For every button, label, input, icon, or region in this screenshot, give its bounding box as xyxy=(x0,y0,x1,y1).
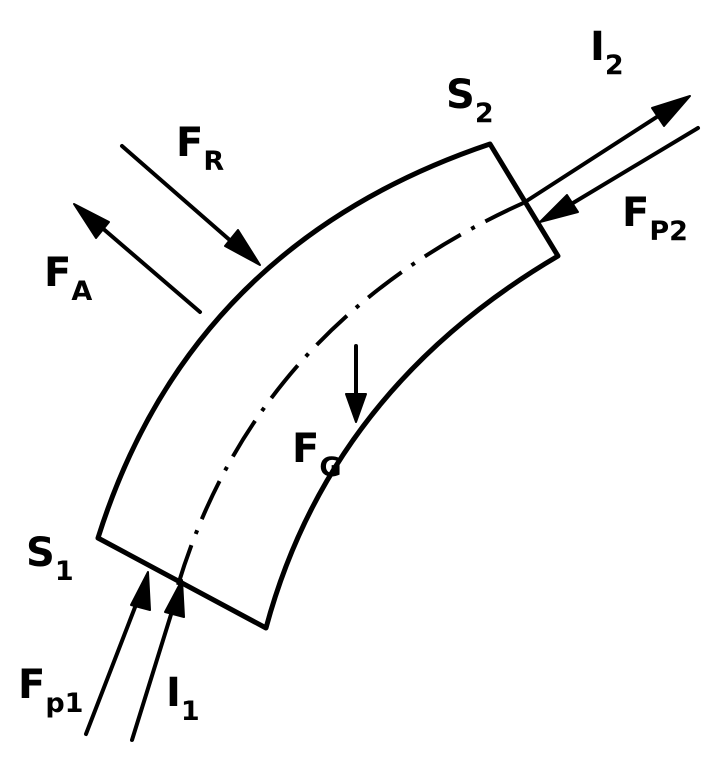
resultant-force-arrow-shaft xyxy=(120,144,250,258)
label-impulse-1: I1 xyxy=(166,670,200,727)
impulse-1-arrow-shaft xyxy=(130,590,180,742)
pipe-segment-outline xyxy=(95,141,561,631)
reaction-force-arrow-shaft xyxy=(84,212,202,314)
resultant-force-arrowhead xyxy=(224,229,261,266)
weight-force-arrowhead xyxy=(345,393,367,423)
label-pressure-force-2: FP2 xyxy=(622,190,688,247)
impulse-2-arrow-shaft xyxy=(523,100,682,204)
pressure-force-1-arrowhead xyxy=(130,571,151,611)
pipe-centerline xyxy=(176,198,531,586)
label-section-1: S1 xyxy=(26,530,74,587)
label-reaction-force: FA xyxy=(44,250,92,307)
impulse-1-arrowhead xyxy=(164,579,185,618)
reaction-force-arrowhead xyxy=(73,203,110,239)
pressure-force-1-arrow-shaft xyxy=(84,582,146,736)
pressure-force-2-arrowhead xyxy=(539,194,579,223)
impulse-2-arrowhead xyxy=(651,95,691,127)
label-resultant-force: FR xyxy=(176,120,224,177)
label-weight-force: FG xyxy=(292,426,342,483)
label-pressure-force-1: Fp1 xyxy=(18,662,83,719)
label-section-2: S2 xyxy=(446,72,494,129)
label-impulse-2: I2 xyxy=(590,24,624,81)
